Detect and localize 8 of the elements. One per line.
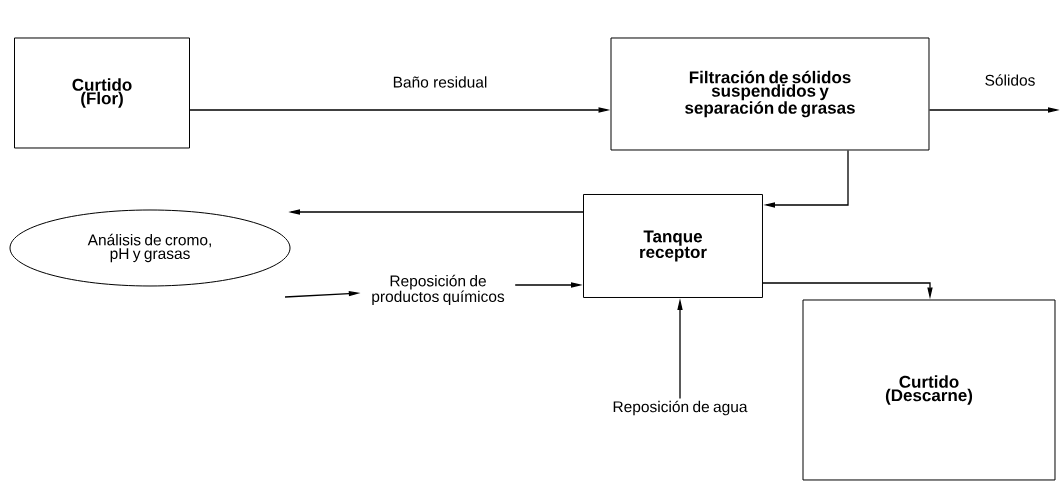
process-box: Curtido (Flor) [14,37,190,149]
process-box: Curtido (Descarne) [802,299,1056,481]
edge-label: Sólidos [983,73,1037,87]
process-box: Filtración de sólidos suspendidos y separación de grasas [610,37,930,151]
process-box: Tanque receptor [583,194,763,298]
edge-label: Baño residual [391,75,489,89]
input-label: Reposición de productos químicos [372,274,505,306]
input-label: Reposición de agua [613,400,748,416]
